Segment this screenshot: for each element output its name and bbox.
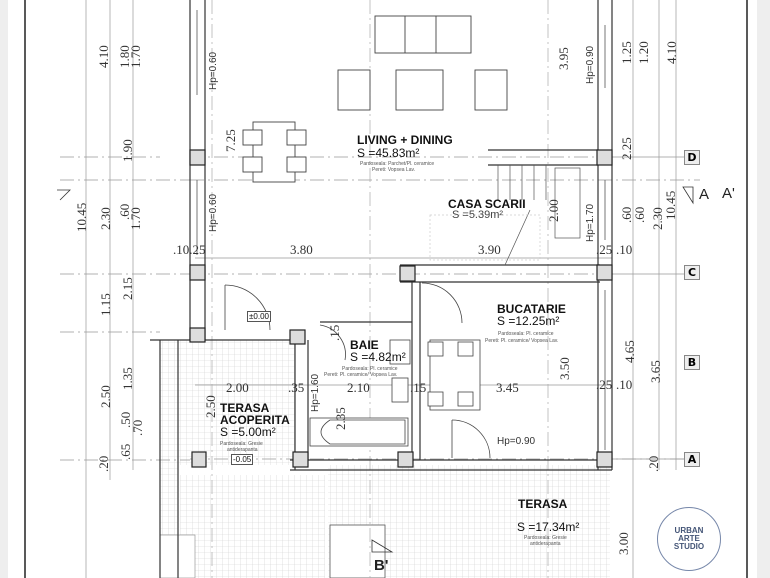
dim-left-230: 2.30 xyxy=(98,207,113,230)
columns xyxy=(189,149,613,468)
dim-right-365: 3.65 xyxy=(648,360,663,383)
room-walls-bath: Pereti: Pl. ceramice/ Vopsea Lav. xyxy=(324,372,398,378)
axis-tag-a: A xyxy=(684,452,700,467)
room-name-covered-terrace: TERASA xyxy=(220,401,270,415)
dim-left-170: 1.70 xyxy=(128,45,143,68)
living-furniture xyxy=(242,15,508,183)
dim-right-60b: .60 xyxy=(632,206,647,223)
dim-h-210: 2.10 xyxy=(347,380,370,395)
dim-left-1045: 10.45 xyxy=(74,202,89,232)
dim-h-15: .15 xyxy=(410,380,427,395)
stairs xyxy=(429,165,581,266)
room-name-bath: BAIE xyxy=(350,338,379,352)
bath-fixtures xyxy=(309,339,411,447)
room-floor2-terrace: antiderapanta xyxy=(530,541,561,547)
dim-h-1025: .10.25 xyxy=(173,242,206,257)
dim-terrace-250: 2.50 xyxy=(203,395,218,418)
dim-living-725: 7.25 xyxy=(223,129,238,152)
dim-kitchen-350: 3.50 xyxy=(557,357,572,380)
dim-left-115: 1.15 xyxy=(98,293,113,316)
room-name-kitchen: BUCATARIE xyxy=(497,302,566,316)
room-area-stairs: S =5.39m² xyxy=(452,209,504,221)
dim-h-200: 2.00 xyxy=(226,380,249,395)
terrace-tiles xyxy=(159,340,610,578)
room-area-living: S =45.83m² xyxy=(357,146,420,160)
section-markers xyxy=(57,186,694,553)
dim-stairs-200: 2.00 xyxy=(546,199,561,222)
window-height-bath: Hp=1.60 xyxy=(310,373,321,412)
dim-bath-15: .15 xyxy=(327,324,342,341)
kitchen-table xyxy=(427,339,481,411)
axis-tag-b: B xyxy=(684,355,700,370)
dim-left-410: 4.10 xyxy=(96,45,111,68)
window-height-kitchen-door: Hp=0.90 xyxy=(497,436,536,447)
dim-right-20: .20 xyxy=(646,455,661,472)
stamp-line-3: STUDIO xyxy=(673,542,705,551)
dim-right-125: 1.25 xyxy=(619,41,634,64)
windows xyxy=(196,10,606,450)
dim-terrace-300: 3.00 xyxy=(616,532,631,555)
window-height-right-mid: Hp=1.70 xyxy=(585,203,596,242)
room-walls-kitchen: Pereti: Pl. ceramice/ Vopsea Lav. xyxy=(485,338,559,344)
dim-left-215: 2.15 xyxy=(120,277,135,300)
dim-right-10a: .10 xyxy=(616,242,633,257)
dim-right-410: 4.10 xyxy=(664,41,679,64)
room-name-stairs: CASA SCARII xyxy=(448,197,526,211)
room-area-terrace: S =17.34m² xyxy=(517,520,580,534)
dim-left-20: .20 xyxy=(96,455,111,472)
dimension-lines-left xyxy=(60,0,190,578)
dim-right-225: 2.25 xyxy=(619,137,634,160)
dim-h-390: 3.90 xyxy=(478,242,501,257)
dim-right-1045: 10.45 xyxy=(663,190,678,220)
window-height-left-top: Hp=0.60 xyxy=(208,51,219,90)
stamp-line-1: URBAN xyxy=(674,526,704,535)
dim-left-135: 1.35 xyxy=(120,367,135,390)
room-name2-covered-terrace: ACOPERITA xyxy=(220,413,290,427)
walls xyxy=(150,0,613,578)
dim-left-65: .65 xyxy=(118,443,133,460)
axis-tag-c: C xyxy=(684,265,700,280)
section-label-a: A xyxy=(699,186,710,203)
section-label-b-prime: B' xyxy=(374,557,389,574)
dim-right-465: 4.65 xyxy=(622,340,637,363)
room-walls-living: Pereti: Vopsea Lav. xyxy=(372,167,415,173)
dim-h-35: .35 xyxy=(288,380,305,395)
stamp-line-2: ARTE xyxy=(678,534,700,543)
dim-left-190: 1.90 xyxy=(120,139,135,162)
level-entry: ±0.00 xyxy=(247,311,271,322)
architect-stamp: URBAN ARTE STUDIO xyxy=(657,507,721,571)
dim-h-380: 3.80 xyxy=(290,242,313,257)
room-area-kitchen: S =12.25m² xyxy=(497,314,560,328)
dim-right-25a: .25 xyxy=(596,242,613,257)
dim-right-25b: .25 xyxy=(596,377,613,392)
dim-right-120: 1.20 xyxy=(636,41,651,64)
level-covered-terrace: -0.05 xyxy=(231,454,254,465)
window-height-left-mid: Hp=0.60 xyxy=(208,193,219,232)
window-height-right-top: Hp=0.90 xyxy=(585,45,596,84)
room-area-covered-terrace: S =5.00m² xyxy=(220,425,276,439)
room-floor-bath: Pardoseala: Pl. ceramice xyxy=(342,366,398,372)
axis-tag-d: D xyxy=(684,150,700,165)
dim-left-70: .70 xyxy=(130,419,145,436)
section-label-a-prime: A' xyxy=(722,185,735,202)
room-area-bath: S =4.82m² xyxy=(350,350,406,364)
room-floor-covered-terrace: Pardoseala: Gresie xyxy=(220,441,263,447)
dim-h-345: 3.45 xyxy=(496,380,519,395)
dim-bath-235: 2.35 xyxy=(333,407,348,430)
room-floor2-covered-terrace: antiderapanta xyxy=(227,447,258,453)
room-floor-living: Pardoseala: Parchet/Pl. ceramice xyxy=(360,161,435,167)
room-name-living: LIVING + DINING xyxy=(357,133,453,147)
dim-left-170b: 1.70 xyxy=(128,207,143,230)
dim-right-395: 3.95 xyxy=(556,47,571,70)
room-name-terrace: TERASA xyxy=(518,497,568,511)
dim-right-10b: .10 xyxy=(616,377,633,392)
dim-left-250: 2.50 xyxy=(98,385,113,408)
room-floor-terrace: Pardoseala: Gresie xyxy=(524,535,567,541)
room-floor-kitchen: Pardoseala: Pl. ceramice xyxy=(498,331,554,337)
